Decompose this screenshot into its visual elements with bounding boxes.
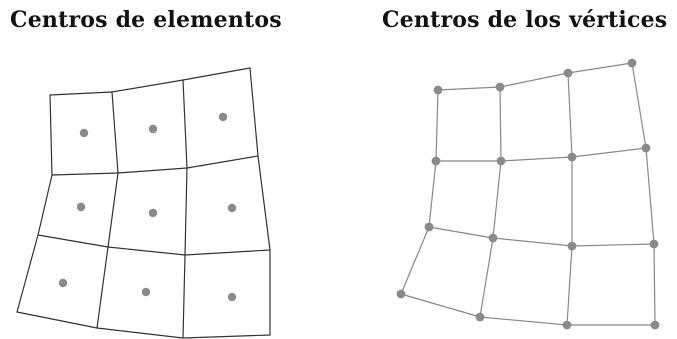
element-mesh-edge [182,334,271,339]
vertex-mesh-edge [479,316,568,326]
vertex-centers-mesh [396,58,660,330]
vertex-mesh-edge [566,245,573,326]
element-center-point [218,112,228,122]
element-mesh-edge [107,172,119,248]
element-mesh-edge [182,79,188,169]
element-center-point [141,287,151,297]
vertex-point [495,82,505,92]
element-mesh-edge [37,174,53,236]
element-center-point [79,128,89,138]
vertex-mesh-edge [567,72,573,158]
vertex-point [567,241,577,251]
vertex-point [562,320,572,330]
element-mesh-edge [111,79,184,93]
vertex-point [475,312,485,322]
element-center-point [148,124,158,134]
vertex-point [567,152,577,162]
vertex-point [488,233,498,243]
vertex-point [627,58,637,68]
element-mesh-edge [37,234,109,248]
vertex-mesh-lines [400,62,656,326]
element-center-point [227,292,237,302]
vertex-point [396,289,406,299]
element-mesh-edge [182,254,186,339]
element-centers-mesh [16,67,271,339]
element-mesh-edge [257,155,271,251]
element-center-point [148,208,158,218]
element-mesh-edge [107,246,186,256]
vertex-centers-title: Centros de los vértices [382,7,668,33]
vertex-point [563,68,573,78]
element-mesh-edge [111,91,119,174]
vertex-point [649,239,659,249]
element-mesh-lines [16,67,271,339]
element-center-point [227,203,237,213]
vertex-mesh-edge [567,62,633,74]
element-mesh-edge [51,172,119,176]
element-mesh-edge [117,167,188,174]
element-mesh-edge [96,246,109,329]
element-mesh-edge [249,67,259,157]
vertex-point [641,143,651,153]
element-mesh-edge [16,234,39,313]
vertex-mesh-edge [499,72,569,88]
vertex-mesh-edge [428,160,437,228]
vertex-mesh-edge [571,243,655,247]
vertex-mesh-edge [500,156,573,162]
vertex-mesh-edge [631,62,647,149]
vertex-point [433,85,443,95]
vertex-mesh-edge [653,243,656,326]
vertex-centers-panel: Centros de los vértices [360,0,677,339]
element-mesh-edge [184,249,271,256]
vertex-mesh-edge [428,226,494,239]
element-centers-panel: Centros de elementos [0,0,300,339]
element-center-points [58,112,237,302]
element-mesh-edge [182,67,251,81]
element-mesh-edge [186,155,259,169]
element-mesh-edge [49,94,53,176]
vertex-mesh-edge [437,86,501,91]
vertex-mesh-edge [435,89,439,162]
vertex-point [424,222,434,232]
vertex-point [496,156,506,166]
vertex-mesh-edge [571,147,647,158]
vertex-mesh-edge [645,147,655,245]
vertex-point [650,320,660,330]
vertex-mesh-edge [499,86,502,162]
vertex-point [431,156,441,166]
vertex-mesh-edge [492,160,502,239]
vertex-mesh-edge [400,226,430,295]
element-centers-title: Centros de elementos [10,7,282,33]
element-mesh-edge [49,91,113,96]
vertex-mesh-edge [400,293,481,318]
vertex-center-points [396,58,660,330]
vertex-mesh-edge [479,237,494,318]
element-center-point [58,278,68,288]
element-mesh-edge [16,311,98,329]
vertex-mesh-edge [492,237,573,247]
element-center-point [76,202,86,212]
element-mesh-edge [96,327,184,339]
element-mesh-edge [184,167,188,256]
